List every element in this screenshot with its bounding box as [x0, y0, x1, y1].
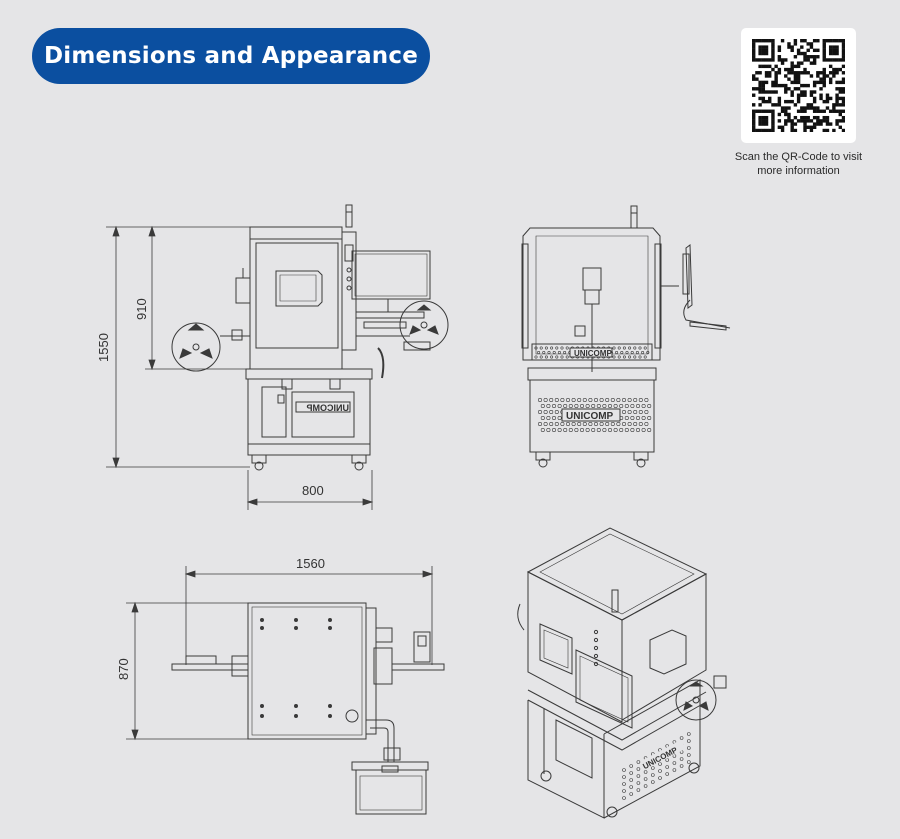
side-logo-upper: UNICOMP: [574, 349, 612, 358]
dimension-depth: [126, 601, 250, 741]
dimension-length: [184, 566, 434, 665]
qr-caption-line-2: more information: [757, 165, 840, 177]
qr-code-image: [752, 39, 845, 132]
dimension-height-total: [106, 225, 250, 469]
front-logo-mirrored: UNICOMP: [307, 403, 350, 413]
top-view: 1560 870: [116, 556, 445, 815]
qr-caption: Scan the QR-Code to visit more informati…: [716, 150, 881, 178]
front-view: 1550 910 800: [96, 204, 449, 510]
qr-code[interactable]: [741, 28, 856, 143]
dimension-label-800: 800: [302, 483, 324, 498]
side-logo-lower: UNICOMP: [566, 411, 614, 422]
page-title: Dimensions and Appearance: [32, 28, 430, 84]
side-view: UNICOMP UNICOMP: [521, 205, 731, 468]
qr-caption-line-1: Scan the QR-Code to visit: [734, 151, 863, 163]
top-machine: [171, 602, 445, 815]
dimension-label-1550: 1550: [96, 333, 111, 362]
dimension-width: [246, 470, 374, 510]
iso-view: UNICOMP: [517, 527, 727, 819]
dimension-label-1560: 1560: [296, 556, 325, 571]
dimension-height-upper: [145, 225, 250, 371]
dimension-label-870: 870: [116, 658, 131, 680]
front-machine: UNICOMP: [171, 204, 449, 471]
dimension-label-910: 910: [134, 298, 149, 320]
